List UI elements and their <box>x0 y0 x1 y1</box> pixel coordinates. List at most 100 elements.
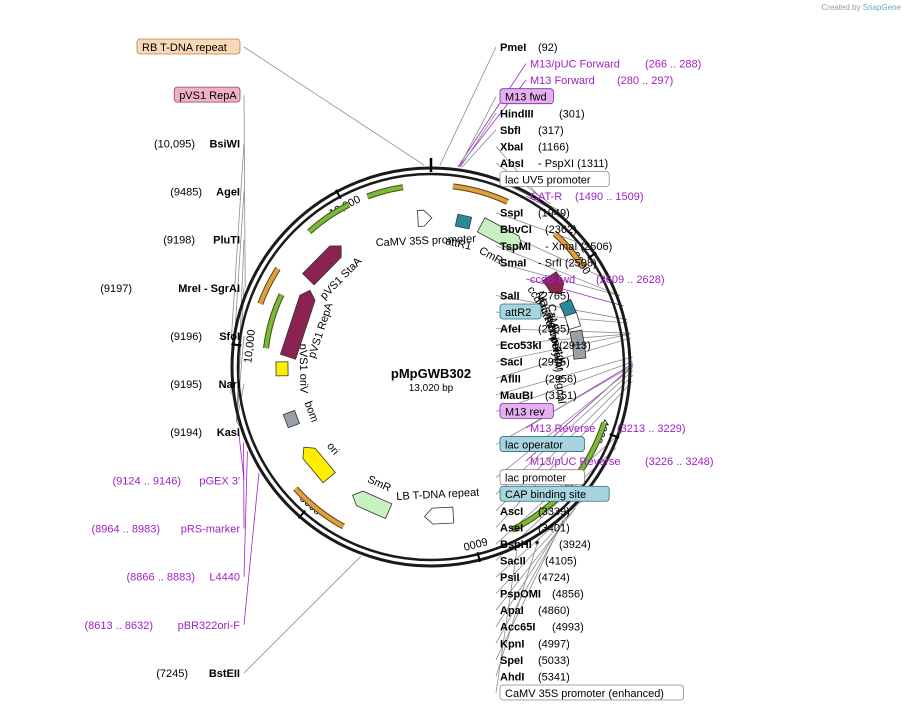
site-aflii: AflII(2956) <box>500 373 577 385</box>
site-hindiii-leader <box>459 113 497 168</box>
site-asci-name: AscI <box>500 506 523 518</box>
backbone-inner <box>236 172 626 562</box>
site-agei-value: (9485) <box>170 186 202 198</box>
site-m13-puc-reverse-value: (3226 .. 3248) <box>645 456 714 468</box>
site-psii: PsiI(4724) <box>500 572 570 584</box>
site-lac-operator-name: lac operator <box>505 440 563 452</box>
feature-camv-poly-a-signal-box <box>572 343 587 360</box>
site-acc65i-name: Acc65I <box>500 622 535 634</box>
site-pvs1-repa-box <box>173 86 241 103</box>
site-xbai-name: XbaI <box>500 141 523 153</box>
site-pvs1-repa-name: pVS1 RepA <box>179 90 237 102</box>
site-apai-leader <box>495 508 576 611</box>
tick-label-6000: 6000 <box>462 535 489 553</box>
tick-12-000 <box>335 189 342 200</box>
site-aflii-value: (2956) <box>545 373 577 385</box>
site-bsteii-name: BstEII <box>209 668 240 680</box>
site-tspmi-leader <box>495 245 621 296</box>
site-cat-r: CAT-R(1490 .. 1509) <box>530 191 644 203</box>
feature-pvs1-oriv-box <box>275 361 289 377</box>
site-sfoi-value: (9196) <box>170 331 202 343</box>
site-saci-name: SacI <box>500 357 523 369</box>
site-kpni: KpnI(4997) <box>500 638 570 650</box>
site-maubi-value: (3151) <box>545 390 577 402</box>
site-pspomi-name: PspOMI <box>500 589 541 601</box>
site-saci-value: (2915) <box>538 357 570 369</box>
site-cat-r-value: (1490 .. 1509) <box>575 191 644 203</box>
feature-ccdb-arrow <box>542 271 565 295</box>
site-sbfi-name: SbfI <box>500 125 521 137</box>
site-asei: AseI(3401) <box>500 522 570 534</box>
site-m13-fwd-box <box>499 88 554 105</box>
site-maubi-name: MauBI <box>500 390 533 402</box>
site-attr2-box <box>499 303 542 320</box>
site-smai: SmaI- SrfI (2508) <box>500 257 597 269</box>
site-pbr322ori-f-value: (8613 .. 8632) <box>85 620 154 632</box>
site-bbvci-name: BbvCI <box>500 224 532 236</box>
site-sspi-value: (1949) <box>538 208 570 220</box>
site-sbfi: SbfI (317) <box>500 125 564 137</box>
site-mrei-sgrai-value: (9197) <box>100 283 132 295</box>
tick-2000 <box>587 251 597 260</box>
site-tspmi: TspMI- XmaI (2506) <box>500 241 612 253</box>
site-sspi-name: SspI <box>500 208 523 220</box>
site-bsteii: BstEII(7245) <box>156 668 240 680</box>
site-camv-35s-promoter-enhanced-box <box>499 684 685 701</box>
site-ccdb-fwd-leader <box>525 278 624 307</box>
feature-ori-label: ori <box>324 440 341 457</box>
site-camv-35s-promoter-enhanced-name: CaMV 35S promoter (enhanced) <box>505 688 664 700</box>
site-m13-fwd: M13 fwd <box>499 88 554 105</box>
site-rb-t-dna-repeat: RB T-DNA repeat <box>136 38 241 55</box>
site-pbr322ori-f: pBR322ori-F(8613 .. 8632) <box>85 620 241 632</box>
site-pgex-3: pGEX 3'(9124 .. 9146) <box>113 475 241 487</box>
site-sali: SalI(2765) <box>500 290 570 302</box>
site-attr2: attR2 <box>499 303 542 320</box>
site-sfoi: SfoI(9196) <box>170 331 240 343</box>
site-pmei: PmeI(92) <box>500 42 558 54</box>
site-agei-name: AgeI <box>216 186 240 198</box>
arc-2 <box>366 185 404 199</box>
tick-6000 <box>476 552 481 563</box>
site-lac-promoter-name: lac promoter <box>505 473 566 485</box>
site-sacii: SacII(4105) <box>500 555 577 567</box>
site-agei: AgeI (9485) <box>170 186 240 198</box>
feature-attr1-label: attR1 <box>444 235 472 252</box>
site-hindiii: HindIII(301) <box>500 108 585 120</box>
site-lac-promoter-leader <box>495 367 634 478</box>
site-acc65i: Acc65I(4993) <box>500 622 584 634</box>
site-pluti-value: (9198) <box>163 235 195 247</box>
site-sbfi-value: (317) <box>538 125 564 137</box>
site-bbvci: BbvCI (2362) <box>500 224 577 236</box>
site-pluti-name: PluTI <box>213 235 240 247</box>
credit-prefix: Created by <box>821 3 861 12</box>
site-bbvci-value: (2362) <box>545 224 577 236</box>
arc-4 <box>258 267 280 305</box>
site-tspmi-value: - XmaI (2506) <box>545 241 612 253</box>
site-asci: AscI(3339) <box>500 506 570 518</box>
site-pvs1-repa: pVS1 RepA <box>173 86 241 103</box>
site-apai: ApaI(4860) <box>500 605 570 617</box>
site-nari-value: (9195) <box>170 379 202 391</box>
site-smai-value: - SrfI (2508) <box>538 257 597 269</box>
site-bsphi-value: (3924) <box>559 539 591 551</box>
site-kasi-name: KasI <box>217 427 240 439</box>
site-bsiwi-value: (10,095) <box>154 138 195 150</box>
site-m13-puc-forward: M13/pUC Forward(266 .. 288) <box>530 59 701 71</box>
site-ahdi-name: AhdI <box>500 671 524 683</box>
feature-ori-arrow <box>302 446 336 484</box>
site-pgex-3-name: pGEX 3' <box>199 475 240 487</box>
site-m13-puc-reverse-name: M13/pUC Reverse <box>530 456 620 468</box>
site-asei-value: (3401) <box>538 522 570 534</box>
site-pvs1-repa-leader <box>243 95 246 288</box>
site-l4440: L4440(8866 .. 8883) <box>127 572 241 584</box>
site-pspomi: PspOMI(4856) <box>500 589 584 601</box>
site-m13-forward: M13 Forward(280 .. 297) <box>530 75 673 87</box>
site-spei: SpeI(5033) <box>500 655 570 667</box>
site-l4440-leader <box>243 451 248 577</box>
site-bsphi: BspHI *(3924) <box>500 539 591 551</box>
site-kpni-name: KpnI <box>500 638 524 650</box>
site-bsiwi-name: BsiWI <box>209 138 240 150</box>
site-lac-promoter: lac promoter <box>499 469 585 486</box>
arc-5 <box>264 293 284 349</box>
site-ahdi-leader <box>495 537 540 677</box>
